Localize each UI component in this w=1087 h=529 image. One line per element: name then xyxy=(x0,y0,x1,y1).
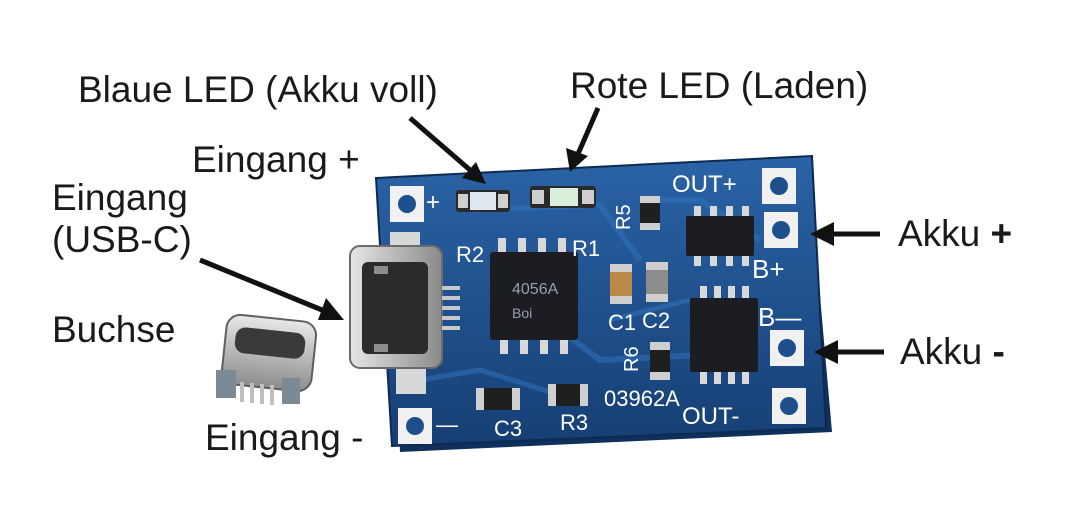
pad-b-minus xyxy=(770,330,804,366)
pad-out-minus xyxy=(772,388,806,424)
silk-c3: C3 xyxy=(494,416,522,441)
silk-r2: R2 xyxy=(456,242,484,267)
micro-usb-connector xyxy=(349,245,460,369)
mosfet-ic xyxy=(690,286,758,384)
akku-minus-text: Akku xyxy=(900,331,983,372)
silk-b-minus: B— xyxy=(758,302,801,332)
charger-ic: 4056A Boi xyxy=(490,238,578,354)
silk-r1: R1 xyxy=(572,236,600,261)
arrow-red-led xyxy=(566,107,601,172)
akku-plus-sign: + xyxy=(990,213,1013,254)
silk-out-plus: OUT+ xyxy=(672,171,737,198)
silk-in-minus: — xyxy=(436,412,458,437)
silk-r3: R3 xyxy=(560,410,588,435)
label-akku-minus: Akku - xyxy=(900,331,1005,373)
arrow-akku-minus xyxy=(814,340,884,364)
capacitor-c3 xyxy=(476,388,520,410)
akku-plus-text: Akku xyxy=(898,213,981,254)
pad-b-plus xyxy=(764,212,798,248)
capacitor-c2 xyxy=(646,262,668,302)
resistor-r3 xyxy=(548,384,588,406)
silk-out-minus: OUT- xyxy=(682,403,739,430)
silk-r6: R6 xyxy=(621,346,643,372)
label-input-minus: Eingang - xyxy=(205,417,364,458)
pad-input-minus xyxy=(398,408,432,444)
label-socket: Buchse xyxy=(52,309,176,350)
label-blue-led: Blaue LED (Akku voll) xyxy=(78,69,438,110)
label-akku-plus: Akku + xyxy=(898,213,1013,255)
resistor-r6 xyxy=(650,342,670,380)
akku-minus-sign: - xyxy=(992,331,1005,372)
silk-in-plus: + xyxy=(426,189,440,216)
silk-c2: C2 xyxy=(642,308,670,333)
arrow-akku-plus xyxy=(810,222,880,246)
label-input-usb-line1: Eingang xyxy=(52,177,188,218)
label-input-plus: Eingang + xyxy=(192,139,360,180)
pad-out-plus xyxy=(762,168,796,204)
silk-board-id: 03962A xyxy=(604,386,680,411)
red-led xyxy=(530,186,596,208)
blue-led xyxy=(456,190,510,212)
ic-marking-line1: 4056A xyxy=(512,281,559,298)
arrow-usb-input xyxy=(199,257,344,320)
arrow-blue-led xyxy=(408,116,486,184)
protection-ic xyxy=(686,206,754,266)
silk-c1: C1 xyxy=(608,310,636,335)
resistor-r5 xyxy=(640,196,660,230)
usb-c-socket xyxy=(216,313,318,405)
pad-input-plus xyxy=(390,186,424,222)
silk-r5: R5 xyxy=(613,204,635,230)
capacitor-c1 xyxy=(610,264,632,304)
silk-b-plus: B+ xyxy=(752,254,785,284)
label-red-led: Rote LED (Laden) xyxy=(570,65,869,106)
label-input-usb-line2: (USB-C) xyxy=(52,219,192,260)
ic-marking-line2: Boi xyxy=(512,305,532,321)
